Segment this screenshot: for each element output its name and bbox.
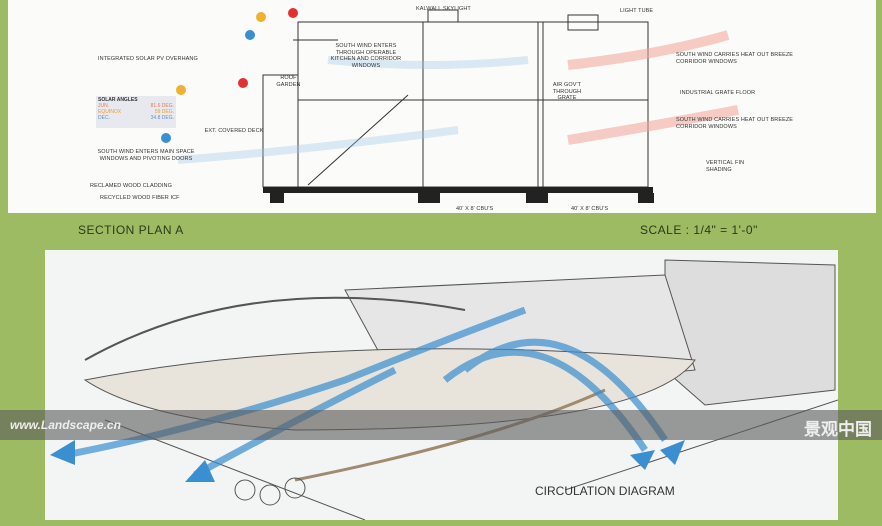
label-south-wind-carries-2: SOUTH WIND CARRIES HEAT OUT BREEZE CORRI… xyxy=(676,117,794,130)
solar-row-name: EQUINOX xyxy=(98,109,122,115)
section-plan-panel: KALWALL SKYLIGHT LIGHT TUBE INTEGRATED S… xyxy=(8,0,876,213)
solar-equinox-marker-icon xyxy=(256,12,266,22)
circulation-drawing xyxy=(50,259,838,520)
solar-row-name: DEC. xyxy=(98,115,110,121)
solar-row-value: 59 DEG. xyxy=(154,109,174,115)
solar-june-marker-icon xyxy=(238,78,248,88)
label-industrial-grate: INDUSTRIAL GRATE FLOOR xyxy=(680,90,756,96)
circulation-diagram-panel xyxy=(45,250,838,520)
label-dimension-1: 40' x 8' CBU's xyxy=(456,206,494,212)
label-air-through-grate: AIR GOV'T THROUGH GRATE xyxy=(552,82,582,101)
label-recycled-wood: RECYCLED WOOD FIBER ICF xyxy=(100,195,180,201)
section-plan-caption: SECTION PLAN A xyxy=(78,223,184,237)
solar-row-value: 34.8 DEG. xyxy=(150,115,174,121)
wind-marker-icon xyxy=(161,133,171,143)
wind-marker-icon xyxy=(245,30,255,40)
watermark-brand: 景观中国 xyxy=(804,420,872,439)
label-vertical-fin: VERTICAL FIN SHADING xyxy=(706,160,745,173)
solar-row-name: JUN. xyxy=(98,103,110,109)
scale-caption: SCALE : 1/4" = 1'-0" xyxy=(640,223,758,237)
label-light-tube: LIGHT TUBE xyxy=(620,8,654,14)
solar-equinox-marker-icon xyxy=(176,85,186,95)
label-integrated-solar: INTEGRATED SOLAR PV OVERHANG xyxy=(98,56,198,62)
label-kalwall-skylight: KALWALL SKYLIGHT xyxy=(416,6,471,12)
section-drawing xyxy=(177,9,739,203)
label-south-wind-main: SOUTH WIND ENTERS MAIN SPACE WINDOWS AND… xyxy=(97,149,195,162)
label-roof-garden: ROOF GARDEN xyxy=(276,75,301,88)
solar-row-value: 81.6 DEG. xyxy=(150,103,174,109)
solar-angles-table: SOLAR ANGLES JUN. 81.6 DEG. EQUINOX 59 DEG… xyxy=(96,96,176,128)
circulation-caption: CIRCULATION DIAGRAM xyxy=(535,484,675,498)
label-reclaimed-wood: RECLAMED WOOD CLADDING xyxy=(90,183,172,189)
label-ext-covered-deck: EXT. COVERED DECK xyxy=(204,128,264,134)
watermark-banner: www.Landscape.cn 景观中国 xyxy=(0,410,882,440)
label-south-wind-carries-1: SOUTH WIND CARRIES HEAT OUT BREEZE CORRI… xyxy=(676,52,794,65)
watermark-url: www.Landscape.cn xyxy=(10,418,121,432)
solar-june-marker-icon xyxy=(288,8,298,18)
label-dimension-2: 40' x 8' CBU's xyxy=(571,206,609,212)
label-south-wind-kitchen: SOUTH WIND ENTERS THROUGH OPERABLE KITCH… xyxy=(330,43,402,69)
solar-angles-title: SOLAR ANGLES xyxy=(98,97,138,103)
